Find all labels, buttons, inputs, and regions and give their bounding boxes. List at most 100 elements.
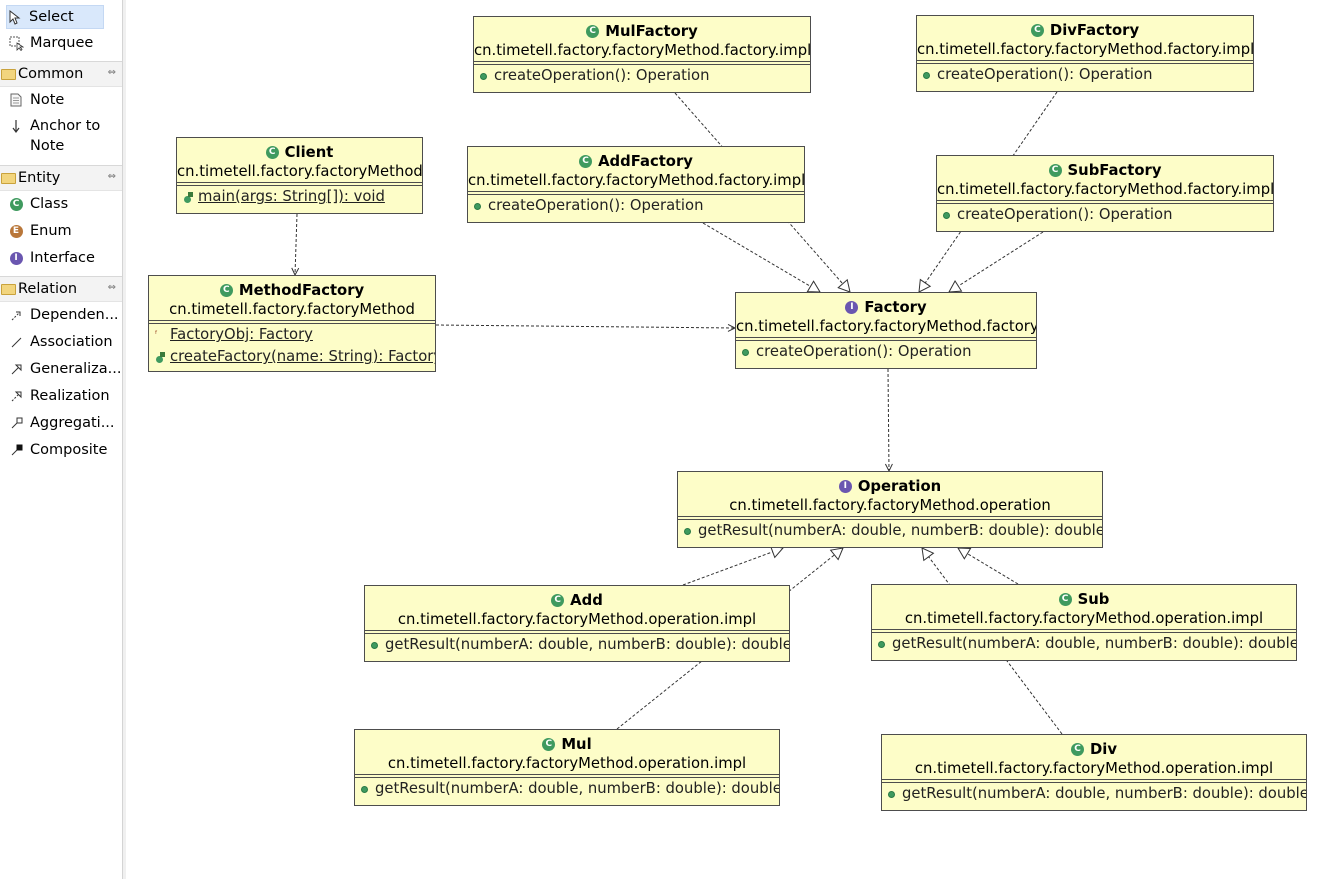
palette-item-composite[interactable]: Composite <box>8 439 120 461</box>
member-text: createOperation(): Operation <box>494 67 710 84</box>
package-name: cn.timetell.factory.factoryMethod.operat… <box>904 610 1264 627</box>
uml-header: C Sub cn.timetell.factory.factoryMethod.op… <box>872 585 1296 629</box>
palette-panel: Select Marquee Common ⇔ Note Anchor to N… <box>0 0 126 879</box>
palette-group-label: Entity <box>18 170 61 186</box>
class-icon: C <box>219 283 233 297</box>
palette-item-dependency[interactable]: Dependen... <box>8 304 120 326</box>
member-row[interactable]: getResult(numberA: double, numberB: doub… <box>872 633 1296 655</box>
palette-group-common[interactable]: Common ⇔ <box>0 61 122 87</box>
public-method-icon <box>943 211 950 219</box>
collapse-toggle-icon[interactable]: ⇔ <box>107 67 116 78</box>
member-text: createOperation(): Operation <box>957 206 1173 223</box>
compartment-separator <box>937 200 1273 204</box>
edge-realization-sub-to-operation[interactable] <box>957 547 1019 585</box>
member-row[interactable]: createOperation(): Operation <box>937 204 1273 226</box>
static-field-icon: ᶠ <box>155 329 158 340</box>
edge-dependency-methodfactory-to-factory[interactable] <box>435 323 737 332</box>
palette-tool-select[interactable]: Select <box>6 5 104 29</box>
hollow-triangle-arrowhead <box>918 278 932 293</box>
palette-item-label: Interface <box>30 250 95 266</box>
palette-item-association[interactable]: Association <box>8 331 120 353</box>
palette-item-class[interactable]: C Class <box>8 193 120 215</box>
folder-open-icon <box>1 172 16 184</box>
member-row[interactable]: createOperation(): Operation <box>736 341 1036 363</box>
class-icon: C <box>586 24 600 38</box>
compartment-separator <box>736 337 1036 341</box>
member-row[interactable]: createOperation(): Operation <box>917 64 1253 86</box>
member-row[interactable]: getResult(numberA: double, numberB: doub… <box>678 520 1102 542</box>
collapse-toggle-icon[interactable]: ⇔ <box>107 171 116 182</box>
arrow-cursor-icon <box>7 9 23 25</box>
uml-class-sub[interactable]: C Sub cn.timetell.factory.factoryMethod.op… <box>871 584 1297 661</box>
collapse-toggle-icon[interactable]: ⇔ <box>107 282 116 293</box>
interface-icon: I <box>9 251 23 265</box>
palette-tool-marquee[interactable]: Marquee <box>8 32 120 54</box>
compartment-separator <box>872 629 1296 633</box>
palette-item-interface[interactable]: I Interface <box>8 247 120 269</box>
member-row[interactable]: createFactory(name: String): Factory <box>149 346 435 368</box>
class-name: Sub <box>1077 590 1110 608</box>
class-icon: C <box>542 737 556 751</box>
folder-open-icon <box>1 68 16 80</box>
class-icon: C <box>1058 592 1072 606</box>
class-icon: C <box>1048 163 1062 177</box>
compartment-separator <box>365 630 789 634</box>
package-name: cn.timetell.factory.factoryMethod.factor… <box>736 318 1037 335</box>
class-name: Operation <box>857 477 942 495</box>
hollow-triangle-arrowhead <box>957 547 972 560</box>
palette-item-aggregation[interactable]: Aggregati... <box>8 412 120 434</box>
edge-dependency-factory-to-operation[interactable] <box>884 368 893 473</box>
palette-group-label: Relation <box>18 281 78 297</box>
member-row[interactable]: getResult(numberA: double, numberB: doub… <box>365 634 789 656</box>
palette-item-enum[interactable]: E Enum <box>8 220 120 242</box>
palette-group-relation[interactable]: Relation ⇔ <box>0 276 122 302</box>
class-name: AddFactory <box>598 152 693 170</box>
edge-line <box>967 553 1019 585</box>
member-row[interactable]: main(args: String[]): void <box>177 186 422 208</box>
member-row[interactable]: createOperation(): Operation <box>474 65 810 87</box>
palette-item-anchor-to-note[interactable]: Anchor to Note <box>8 116 120 158</box>
member-text: createOperation(): Operation <box>488 197 704 214</box>
edge-line <box>682 551 773 586</box>
dependency-icon <box>8 307 24 323</box>
realization-icon <box>8 388 24 404</box>
member-row[interactable]: getResult(numberA: double, numberB: doub… <box>355 778 779 800</box>
association-icon <box>8 334 24 350</box>
member-text: getResult(numberA: double, numberB: doub… <box>698 522 1103 539</box>
class-icon: C <box>1030 23 1044 37</box>
palette-item-generalization[interactable]: Generaliza... <box>8 358 120 380</box>
member-text: main(args: String[]): void <box>198 188 385 205</box>
palette-item-realization[interactable]: Realization <box>8 385 120 407</box>
member-row[interactable]: getResult(numberA: double, numberB: doub… <box>882 783 1306 805</box>
palette-tool-label: Marquee <box>30 35 94 51</box>
edge-dependency-client-to-methodfactory[interactable] <box>291 213 300 277</box>
note-icon <box>8 92 24 108</box>
edge-realization-addfactory-to-factory[interactable] <box>702 222 821 293</box>
edge-realization-add-to-operation[interactable] <box>682 545 784 586</box>
edge-realization-subfactory-to-factory[interactable] <box>948 231 1044 293</box>
palette-item-note[interactable]: Note <box>8 89 120 111</box>
palette-group-entity[interactable]: Entity ⇔ <box>0 165 122 191</box>
member-row[interactable]: createOperation(): Operation <box>468 195 804 217</box>
edge-line <box>887 368 890 472</box>
edge-realization-mul-to-operation[interactable] <box>616 547 844 730</box>
hollow-triangle-arrowhead <box>806 280 821 293</box>
